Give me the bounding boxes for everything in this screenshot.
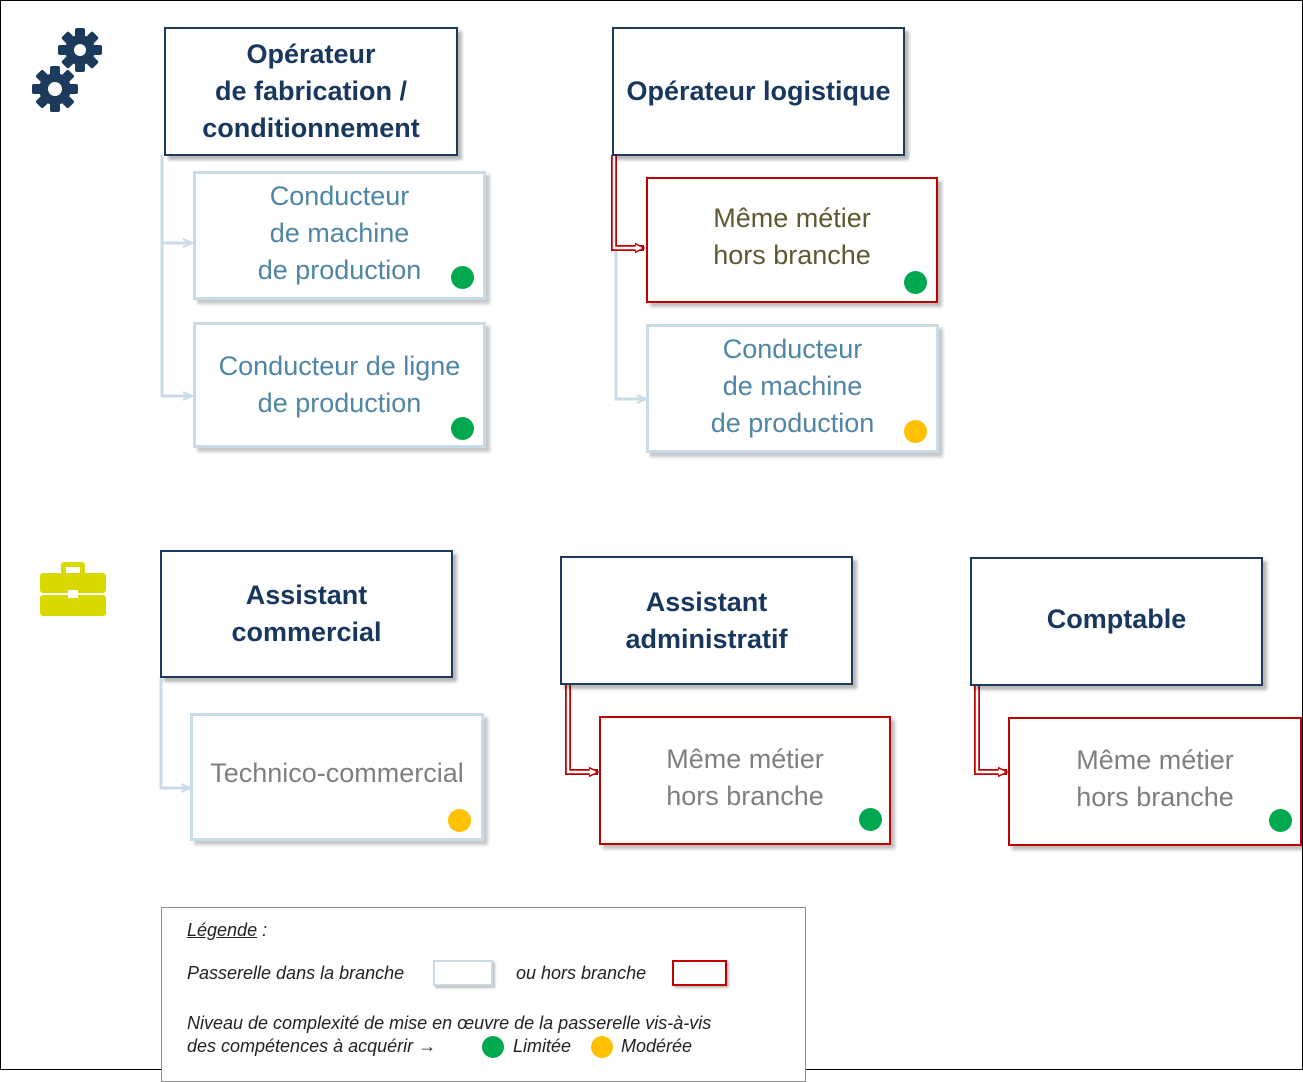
- limited-level-dot: [451, 417, 474, 440]
- op-log-path1-label: Même métier hors branche: [713, 203, 871, 270]
- legend-moderate-label: Modérée: [621, 1036, 693, 1056]
- assist-adm-title: Assistant administratif: [625, 586, 788, 654]
- connector-assist-adm-1: [565, 685, 598, 772]
- legend-complexity-line2: des compétences à acquérir →: [187, 1036, 437, 1056]
- op-log-path2-box: Conducteur de machine de production: [646, 324, 939, 453]
- op-fab-title: Opérateur de fabrication / conditionneme…: [202, 39, 420, 143]
- limited-level-dot: [451, 266, 474, 289]
- op-fab-path2-label: Conducteur de ligne de production: [218, 351, 461, 418]
- limited-level-dot: [1269, 809, 1292, 832]
- legend-in-branch-label: Passerelle dans la branche: [187, 963, 405, 983]
- moderate-level-dot: [904, 420, 927, 443]
- moderate-level-dot: [448, 809, 471, 832]
- assist-adm-path1-label: Même métier hors branche: [666, 743, 824, 811]
- op-fab-path2-box: Conducteur de ligne de production: [193, 322, 486, 448]
- connector-op-log-1: [611, 155, 644, 248]
- legend-in-branch-sample: [433, 960, 493, 986]
- assist-adm-path1-box: Même métier hors branche: [599, 716, 891, 845]
- assist-com-path1-box: Technico-commercial: [190, 713, 484, 841]
- legend-title: Légende: [187, 920, 258, 940]
- op-log-path1-box: Même métier hors branche: [646, 177, 938, 303]
- assist-com-header: Assistant commercial: [160, 550, 453, 678]
- comptable-header: Comptable: [970, 557, 1263, 686]
- legend: Légende : Passerelle dans la branche ou …: [161, 907, 806, 1082]
- connector-op-fab-1: [160, 155, 192, 243]
- comptable-title: Comptable: [1046, 604, 1187, 634]
- legend-complexity-line1: Niveau de complexité de mise en œuvre de…: [187, 1013, 712, 1033]
- op-log-path2-label: Conducteur de machine de production: [710, 334, 875, 438]
- legend-out-branch-sample: [672, 960, 727, 986]
- legend-title-suffix: :: [257, 920, 268, 940]
- legend-title-line: Légende :: [187, 920, 267, 941]
- assist-com-path1-label: Technico-commercial: [210, 757, 464, 788]
- connector-op-fab-2: [160, 243, 192, 396]
- legend-moderate-dot: [591, 1036, 613, 1058]
- op-log-title: Opérateur logistique: [626, 76, 891, 106]
- assist-com-title: Assistant commercial: [231, 580, 382, 647]
- connector-comptable-1: [974, 685, 1007, 772]
- op-fab-path1-label: Conducteur de machine de production: [257, 181, 422, 285]
- comptable-path1-box: Même métier hors branche: [1008, 717, 1302, 846]
- limited-level-dot: [859, 808, 882, 831]
- assist-adm-header: Assistant administratif: [560, 556, 853, 685]
- op-fab-header: Opérateur de fabrication / conditionneme…: [164, 27, 458, 156]
- op-fab-path1-box: Conducteur de machine de production: [193, 171, 486, 300]
- briefcase-icon: [40, 562, 106, 616]
- legend-limited-dot: [482, 1036, 504, 1058]
- gears-icon: [32, 28, 102, 112]
- legend-limited-label: Limitée: [513, 1036, 572, 1056]
- connector-assist-com-1: [159, 678, 190, 788]
- legend-out-branch-label: ou hors branche: [516, 963, 647, 983]
- op-log-header: Opérateur logistique: [612, 27, 905, 156]
- comptable-path1-label: Même métier hors branche: [1076, 744, 1234, 812]
- limited-level-dot: [904, 271, 927, 294]
- connector-op-log-2: [614, 248, 646, 399]
